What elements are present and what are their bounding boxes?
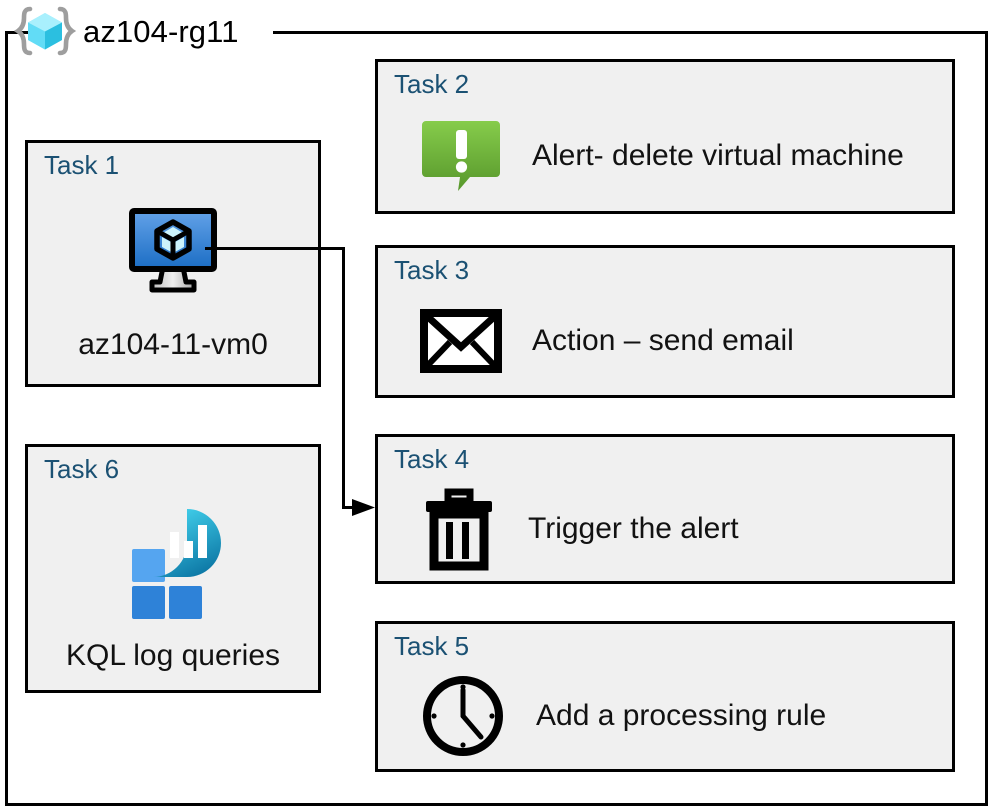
panel-task3-label: Action – send email [532, 324, 794, 357]
panel-task3[interactable]: Task 3 Action – send email [375, 245, 955, 398]
trash-can-icon [420, 486, 498, 571]
panel-task2-title: Task 2 [394, 69, 470, 99]
panel-task6[interactable]: Task 6 [25, 444, 321, 693]
resource-group-header: az104-rg11 [13, 2, 245, 60]
clock-icon [420, 673, 506, 759]
log-analytics-icon [118, 505, 228, 619]
resource-group-title: az104-rg11 [77, 15, 245, 47]
panel-task3-title: Task 3 [394, 255, 470, 285]
connector-segment-horizontal-top [205, 247, 345, 250]
azure-resource-group-icon [13, 5, 77, 57]
panel-task1[interactable]: Task 1 [25, 140, 321, 387]
panel-task4-label: Trigger the alert [528, 511, 739, 545]
virtual-machine-monitor-icon [124, 206, 222, 294]
panel-task5[interactable]: Task 5 Add a processing rule [375, 621, 955, 772]
panel-task4-title: Task 4 [394, 444, 470, 474]
panel-task2-label: Alert- delete virtual machine [532, 139, 904, 172]
arrow-right-icon [352, 496, 380, 520]
panel-task1-label: az104-11-vm0 [78, 328, 268, 361]
panel-task6-title: Task 6 [44, 454, 120, 484]
panel-task2[interactable]: Task 2 Alert- delete virtual machine [375, 59, 955, 214]
envelope-icon [420, 308, 502, 373]
alert-callout-icon [420, 117, 502, 195]
panel-task4[interactable]: Task 4 Trigger the alert [375, 434, 955, 584]
panel-task5-title: Task 5 [394, 631, 470, 661]
panel-task1-title: Task 1 [44, 150, 120, 180]
resource-group-frame [5, 31, 988, 806]
panel-task6-label: KQL log queries [65, 639, 280, 672]
resource-group-frame-top-right [273, 31, 988, 34]
panel-task5-label: Add a processing rule [536, 699, 827, 732]
connector-segment-vertical [342, 247, 345, 509]
